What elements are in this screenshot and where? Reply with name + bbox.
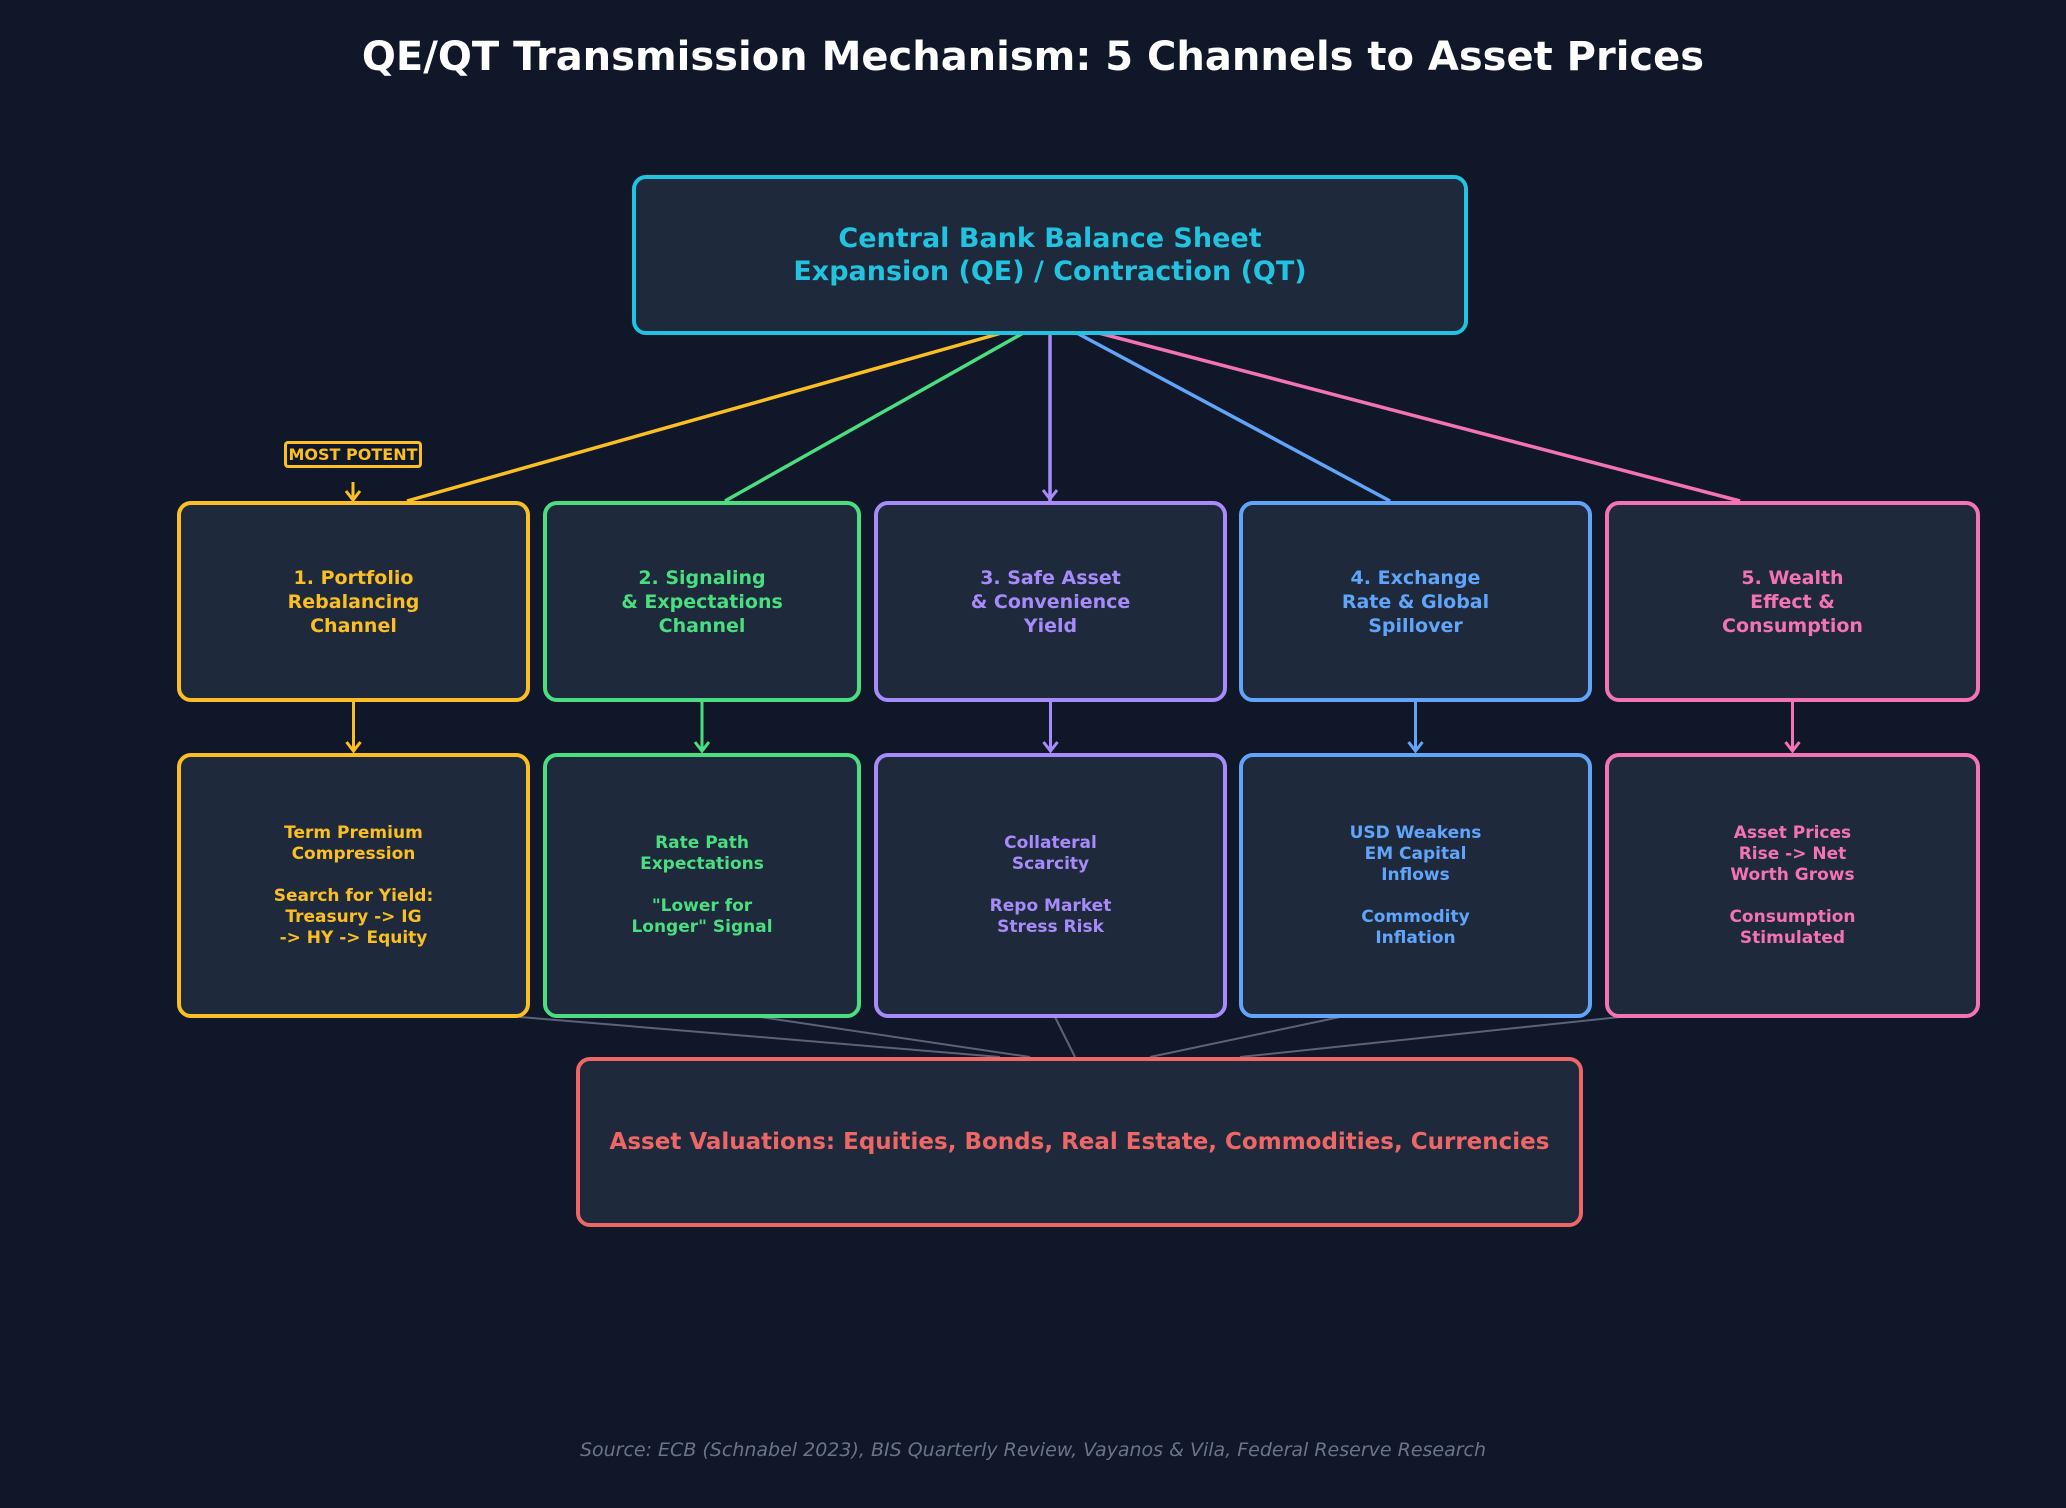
fan-connector-1	[406, 330, 1006, 503]
channel-node-2: 2. Signaling & Expectations Channel	[543, 501, 861, 702]
effect-node-3: Collateral Scarcity Repo Market Stress R…	[874, 753, 1227, 1018]
page-title: QE/QT Transmission Mechanism: 5 Channels…	[361, 34, 1705, 80]
asset-valuations-node: Asset Valuations: Equities, Bonds, Real …	[576, 1057, 1583, 1227]
source-note: Source: ECB (Schnabel 2023), BIS Quarter…	[579, 1439, 1487, 1461]
channel-node-4: 4. Exchange Rate & Global Spillover	[1239, 501, 1592, 702]
fan-connector-4	[1074, 330, 1391, 503]
vertical-arrowhead-1	[345, 741, 362, 754]
converge-connector-4	[1149, 1016, 1341, 1058]
channel-node-1: 1. Portfolio Rebalancing Channel	[177, 501, 530, 702]
channel-node-3: 3. Safe Asset & Convenience Yield	[874, 501, 1227, 702]
converge-connector-5	[1239, 1016, 1621, 1058]
vertical-arrowhead-2	[693, 741, 711, 754]
fan-arrowhead-3	[1041, 489, 1059, 502]
fan-connector-5	[1094, 330, 1741, 503]
fan-connector-2	[724, 330, 1026, 503]
channel-node-5: 5. Wealth Effect & Consumption	[1605, 501, 1980, 702]
effect-node-1: Term Premium Compression Search for Yiel…	[177, 753, 530, 1018]
effect-node-4: USD Weakens EM Capital Inflows Commodity…	[1239, 753, 1592, 1018]
converge-connector-2	[759, 1016, 1031, 1058]
effect-node-5: Asset Prices Rise -> Net Worth Grows Con…	[1605, 753, 1980, 1018]
balance-sheet-node: Central Bank Balance Sheet Expansion (QE…	[632, 175, 1468, 335]
badge-arrowhead	[344, 490, 362, 503]
effect-node-2: Rate Path Expectations "Lower for Longer…	[543, 753, 861, 1018]
converge-connector-1	[519, 1016, 1001, 1058]
converge-connector-3	[1054, 1016, 1076, 1058]
vertical-arrowhead-5	[1784, 741, 1801, 754]
most-potent-badge: MOST POTENT	[284, 441, 422, 468]
vertical-arrowhead-3	[1042, 741, 1059, 754]
vertical-arrowhead-4	[1407, 741, 1424, 754]
